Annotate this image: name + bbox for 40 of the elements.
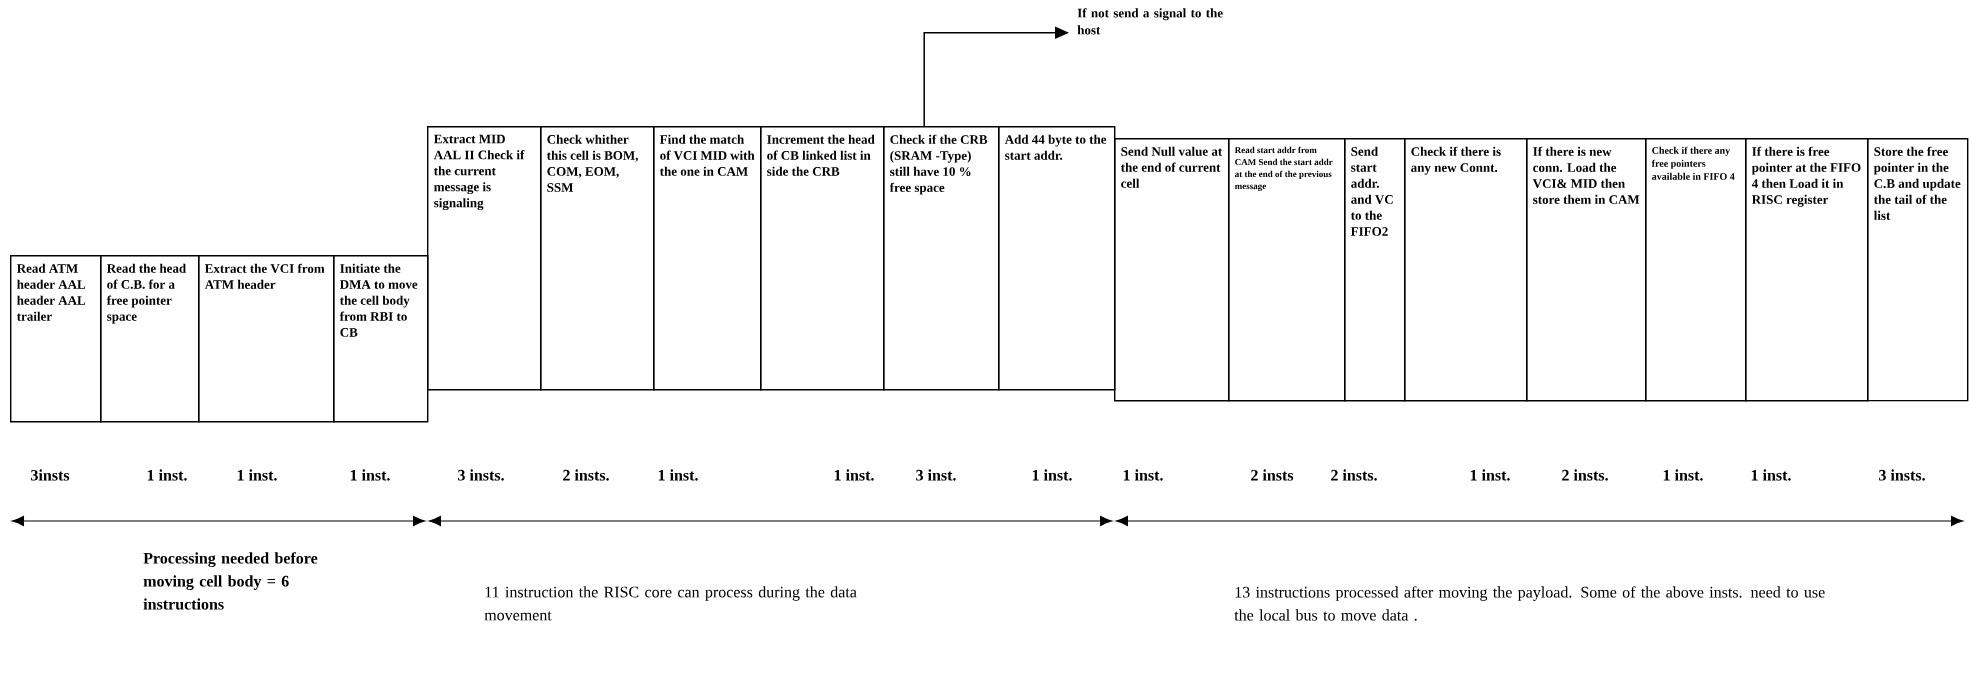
step-box: Initiate the DMA to move the cell body from RBI to CB: [333, 255, 429, 423]
note-text: 13 instructions processed after moving the payload. Some of the above insts. need to use the local bus to move data .: [1234, 586, 1825, 621]
instruction-count: 1 inst.: [1123, 469, 1163, 481]
note-text: If not send a signal to the host: [1077, 8, 1223, 35]
instruction-count: 2 insts.: [563, 469, 609, 481]
instruction-count: 1 inst.: [147, 469, 187, 481]
step-box: Check if there any free pointers available in FIFO 4: [1645, 138, 1747, 402]
instruction-count: 1 inst.: [350, 469, 390, 481]
instruction-count: 2 insts.: [1331, 469, 1377, 481]
step-box: Check whither this cell is BOM, COM, EOM, SSM: [540, 126, 655, 391]
instruction-count: 1 inst.: [237, 469, 277, 481]
step-box: If there is free pointer at the FIFO 4 then Load it in RISC register: [1745, 138, 1869, 402]
instruction-count: 1 inst.: [1032, 469, 1072, 481]
step-box: Read the head of C.B. for a free pointer space: [100, 255, 200, 423]
instruction-count: 1 inst.: [658, 469, 698, 481]
step-box: Check if there is any new Connt.: [1404, 138, 1528, 402]
step-box: Send start addr. and VC to the FIFO2: [1344, 138, 1406, 402]
step-box: Store the free pointer in the C.B and update the tail of the list: [1867, 138, 1969, 402]
step-box: Send Null value at the end of current cell: [1114, 138, 1230, 402]
instruction-count: 1 inst.: [1751, 469, 1791, 481]
step-box: Read start addr from CAM Send the start addr at the end of the previous message: [1228, 138, 1346, 402]
step-box: Add 44 byte to the start addr.: [998, 126, 1116, 391]
note-text: 11 instruction the RISC core can process during the data movement: [484, 586, 857, 621]
step-box: Extract MID AAL II Check if the current message is signaling: [427, 126, 542, 391]
instruction-count: 1 inst.: [1470, 469, 1510, 481]
instruction-count: 3 insts.: [458, 469, 504, 481]
step-box: Find the match of VCI MID with the one in CAM: [653, 126, 762, 391]
instruction-count: 1 inst.: [834, 469, 874, 481]
step-box: If there is new conn. Load the VCI& MID then store them in CAM: [1526, 138, 1647, 402]
instruction-count: 3 insts.: [1879, 469, 1925, 481]
step-box: Extract the VCI from ATM header: [198, 255, 335, 423]
note-text: Processing needed before moving cell body = 6 instructions: [143, 552, 318, 610]
instruction-count: 2 insts.: [1562, 469, 1608, 481]
instruction-count: 2 insts: [1251, 469, 1294, 481]
step-box: Check if the CRB (SRAM -Type) still have 10 % free space: [883, 126, 1000, 391]
instruction-count: 1 inst.: [1663, 469, 1703, 481]
step-box: Read ATM header AAL header AAL trailer: [10, 255, 102, 423]
instruction-count: 3insts: [31, 469, 70, 481]
instruction-count: 3 inst.: [916, 469, 956, 481]
step-box: Increment the head of CB linked list in side the CRB: [760, 126, 885, 391]
